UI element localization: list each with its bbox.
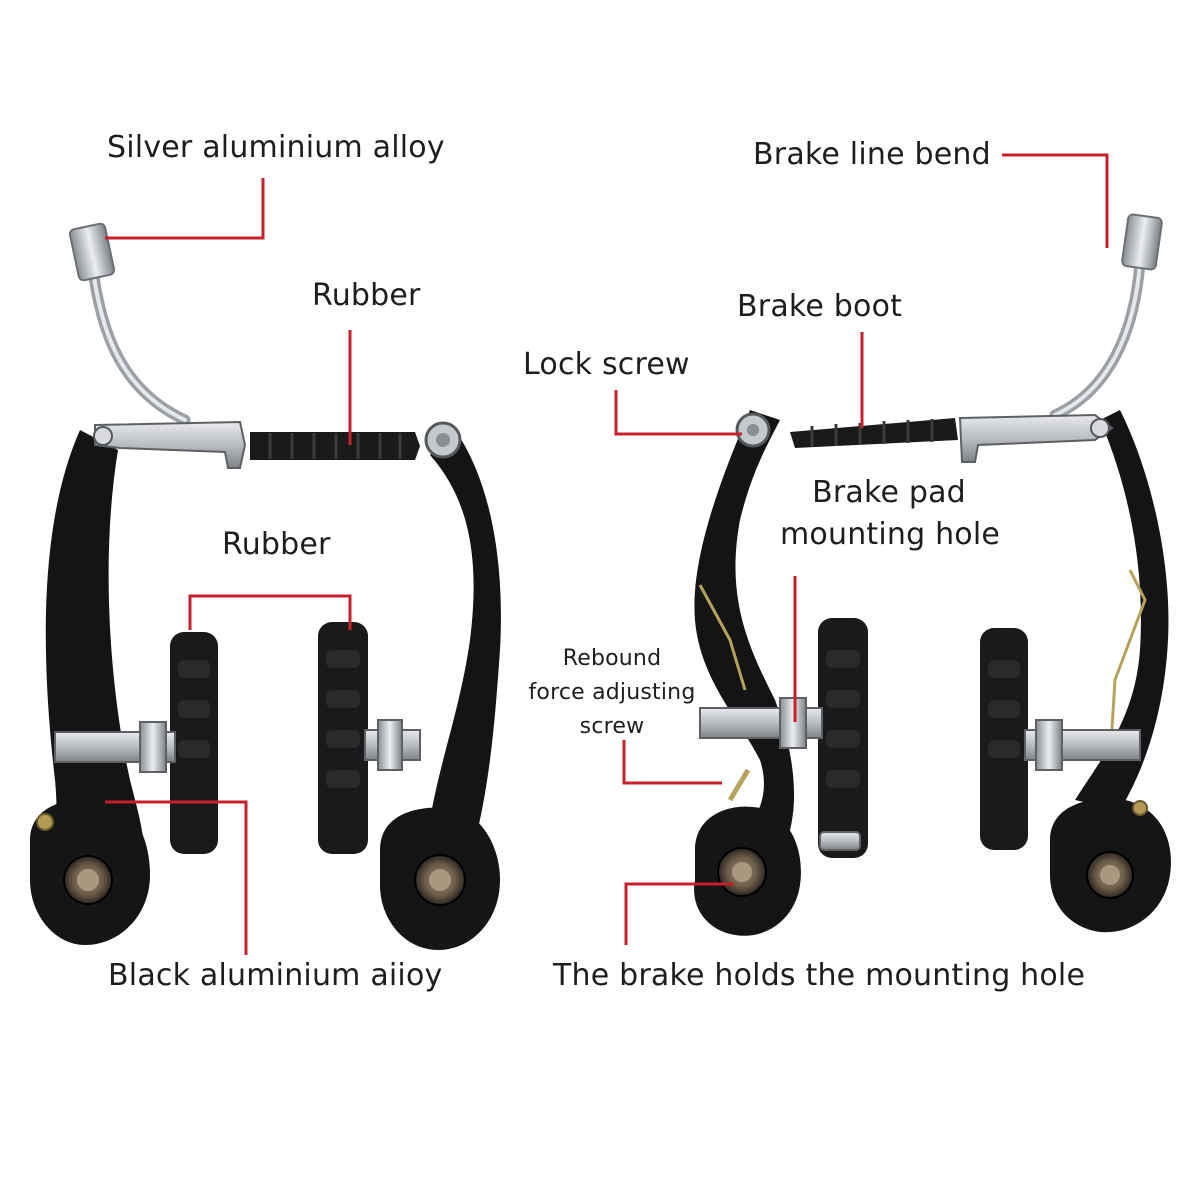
left-silver-lever [94,420,247,469]
leader-silver-alloy [105,178,265,240]
label-brake-pad-hole: Brake pad mounting hole [780,472,1001,556]
leader-brake-line-bend [1002,153,1109,248]
left-noodle-ferrule [68,222,116,282]
label-rebound-line1: Rebound [562,646,662,671]
right-noodle [1049,256,1146,421]
label-silver-alloy: Silver aluminium alloy [107,130,445,165]
label-rubber-top: Rubber [312,278,421,313]
right-brake-boot [790,418,958,448]
leader-lines [105,153,1109,955]
leader-lock-screw [614,390,742,436]
right-arm [400,430,501,860]
label-rebound-line3: screw [579,714,645,739]
label-lock-screw: Lock screw [523,347,690,382]
label-brake-pad-hole-line2: mounting hole [780,517,1001,552]
label-black-alloy: Black aluminium aiioy [108,958,443,993]
label-brake-line-bend: Brake line bend [753,137,991,172]
label-rebound: Rebound force adjusting screw [522,642,702,744]
leader-mounting-hole [624,882,734,945]
leader-black-alloy [105,800,248,955]
leader-rubber-mid [188,594,352,630]
right-pad-2 [980,628,1028,850]
right-noodle-ferrule [1121,213,1163,271]
left-noodle [86,256,191,426]
leader-rebound [622,740,722,785]
label-rubber-mid: Rubber [222,527,331,562]
left-brake [30,222,501,950]
right-silver-lever [958,413,1114,463]
label-rebound-line2: force adjusting [528,680,696,705]
right-brake [694,213,1171,936]
right-brake-right-arm [1075,410,1169,810]
label-brake-pad-hole-line1: Brake pad [812,475,966,510]
label-mounting-hole: The brake holds the mounting hole [553,958,1086,993]
left-arm [45,430,145,880]
label-brake-boot: Brake boot [737,289,903,324]
